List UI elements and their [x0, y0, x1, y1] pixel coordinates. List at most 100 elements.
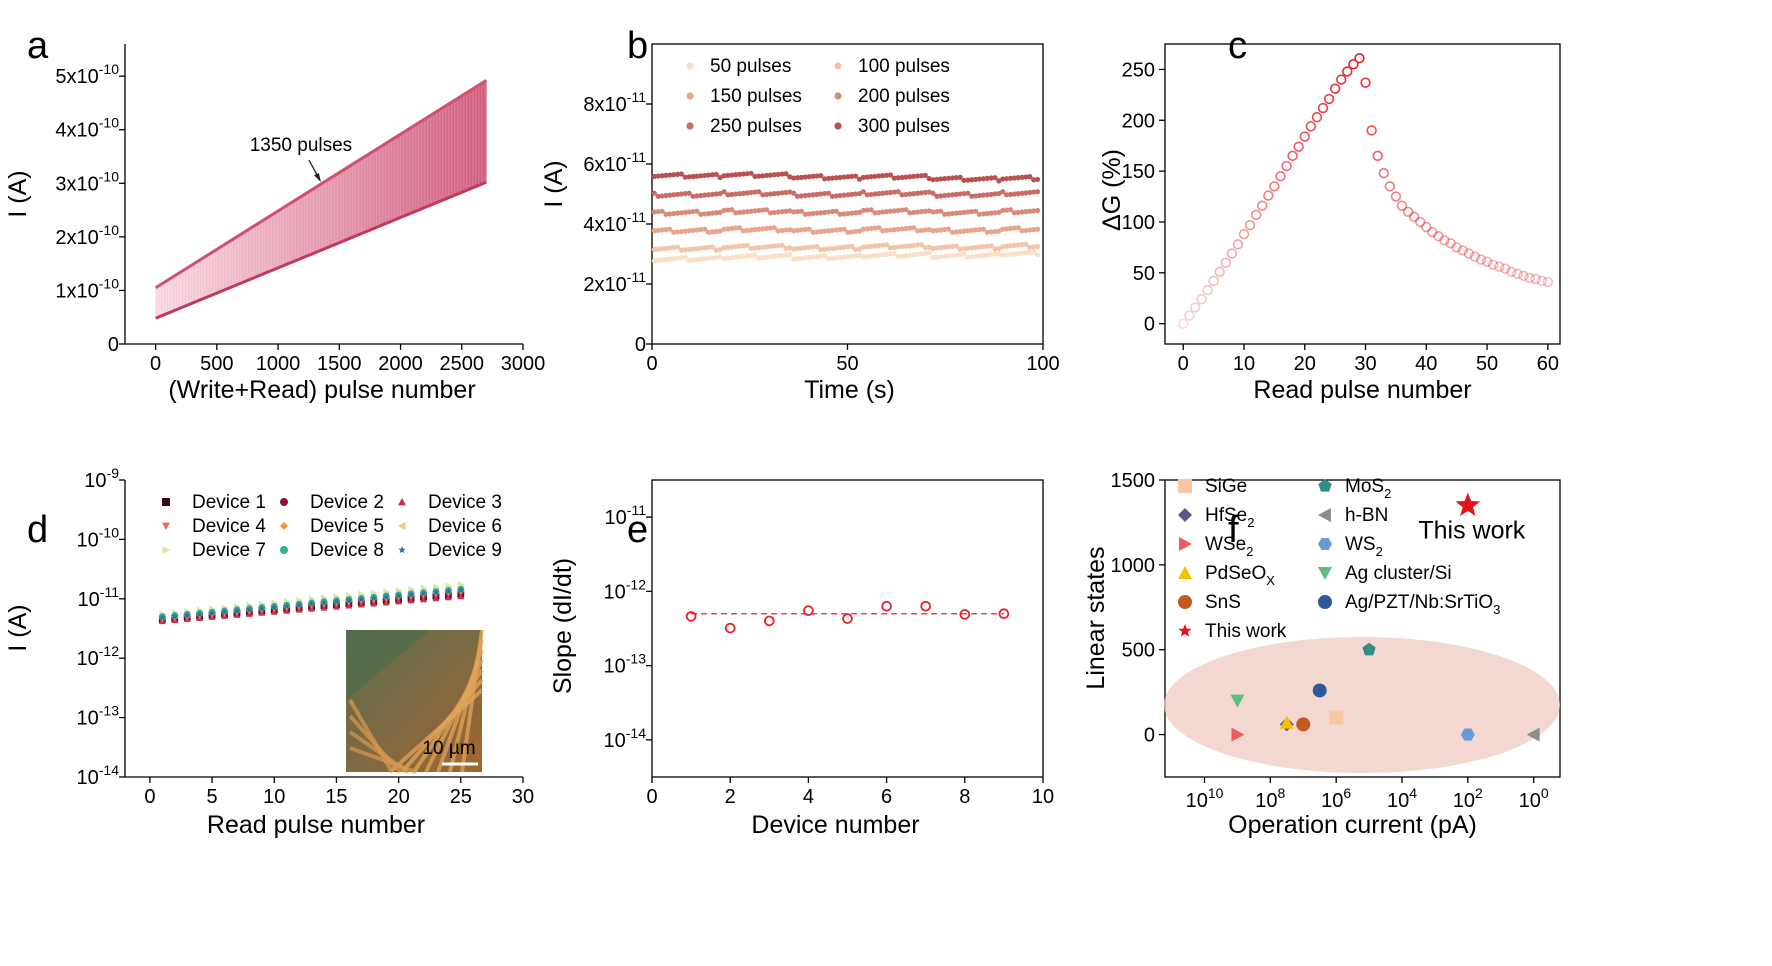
data-point — [740, 243, 746, 249]
inset-flake — [346, 630, 430, 700]
data-point — [856, 190, 863, 197]
legend-marker — [1318, 567, 1332, 580]
data-point — [694, 256, 700, 263]
data-point — [1000, 189, 1006, 195]
data-point — [1031, 244, 1037, 250]
data-point — [942, 244, 948, 250]
x-tick-label: 10 — [1032, 786, 1054, 808]
data-point — [659, 208, 665, 214]
y-axis-title: I (A) — [4, 604, 32, 651]
data-point — [922, 189, 928, 196]
data-point — [837, 245, 843, 251]
data-point — [914, 228, 921, 234]
data-point — [942, 253, 948, 259]
data-point — [682, 209, 688, 215]
legend-label: SiGe — [1205, 476, 1247, 497]
data-point — [725, 192, 731, 198]
data-point — [938, 254, 944, 260]
scale-bar-label: 10 µm — [422, 738, 475, 759]
data-point — [445, 587, 452, 595]
legend-label: PdSeOX — [1205, 563, 1275, 588]
data-point — [802, 174, 808, 180]
data-point — [1445, 238, 1456, 249]
data-point — [698, 211, 704, 217]
data-point — [775, 190, 781, 196]
data-point — [1518, 270, 1529, 282]
data-point — [1451, 242, 1462, 253]
data-point — [914, 173, 921, 179]
data-point — [721, 189, 727, 195]
panel-letter-d: d — [27, 509, 48, 551]
data-point — [407, 591, 415, 598]
data-point — [283, 602, 290, 609]
data-point — [1506, 266, 1517, 277]
data-point — [1034, 226, 1041, 232]
data-point — [744, 242, 750, 248]
data-point — [159, 614, 166, 621]
data-point — [756, 173, 762, 179]
data-point — [961, 251, 967, 257]
data-point — [748, 252, 754, 259]
data-point — [1323, 93, 1335, 105]
data-point — [382, 593, 390, 600]
data-point — [783, 171, 789, 177]
y-tick-label: 2x10-11 — [583, 269, 646, 296]
data-point — [779, 209, 785, 215]
data-point — [938, 227, 944, 233]
data-point — [802, 226, 808, 233]
data-point — [845, 192, 851, 198]
data-point — [837, 192, 843, 199]
legend-label: Device 8 — [310, 540, 384, 561]
data-point — [1007, 207, 1014, 213]
data-point — [969, 193, 975, 199]
data-point — [1023, 209, 1029, 215]
annotation-arrowhead — [313, 173, 321, 183]
data-point — [659, 257, 665, 263]
data-point — [709, 210, 716, 216]
y-axis-title: I (A) — [4, 170, 32, 217]
data-point — [655, 246, 661, 252]
data-point — [721, 173, 727, 179]
data-point — [887, 172, 894, 178]
data-point — [837, 254, 843, 261]
data-point — [922, 227, 928, 233]
data-point — [992, 251, 998, 257]
y-tick-label: 1000 — [1111, 555, 1156, 577]
data-point — [922, 208, 928, 214]
data-point — [810, 210, 816, 217]
data-point — [829, 193, 836, 199]
data-point — [825, 209, 832, 215]
data-point — [791, 175, 797, 181]
data-point — [1226, 248, 1238, 259]
legend-label: Device 4 — [192, 516, 266, 537]
data-point — [1190, 302, 1201, 313]
data-point — [1000, 226, 1006, 232]
x-tick-label: 0 — [144, 786, 155, 808]
data-point — [221, 608, 228, 615]
data-point — [1299, 131, 1310, 142]
data-point — [833, 245, 839, 251]
data-point — [864, 226, 870, 232]
data-point — [395, 592, 402, 599]
y-tick-label: 0 — [108, 334, 119, 356]
data-point — [1023, 190, 1029, 196]
data-point — [895, 175, 901, 181]
data-point — [674, 229, 681, 235]
data-point — [694, 173, 700, 179]
data-point — [814, 173, 820, 179]
data-point — [984, 229, 990, 235]
data-point — [1366, 125, 1377, 136]
x-tick-label: 3000 — [501, 353, 546, 375]
data-point — [996, 178, 1002, 184]
data-point — [764, 172, 770, 179]
data-point — [382, 599, 390, 606]
data-point — [694, 227, 700, 233]
data-point — [1439, 235, 1450, 246]
x-tick-label: 0 — [646, 353, 657, 375]
data-point — [760, 207, 766, 213]
data-point — [345, 597, 353, 604]
data-point — [884, 251, 890, 257]
data-point — [764, 254, 770, 260]
data-point — [1003, 176, 1010, 182]
